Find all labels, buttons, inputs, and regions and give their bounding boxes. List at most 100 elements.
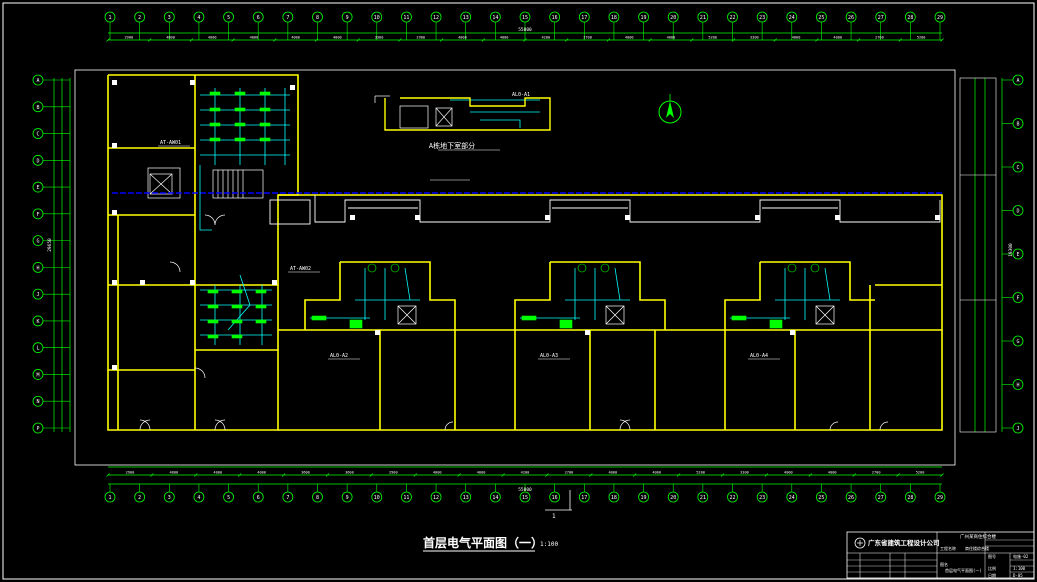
- panel-label: AL0-A3: [540, 353, 558, 359]
- top-axis-bubble: [489, 11, 501, 23]
- bottom-axis-bubble-label: 28: [907, 495, 913, 501]
- top-axis-bubble-label: 18: [611, 15, 617, 21]
- top-axis-bubble: [549, 11, 561, 23]
- bottom-axis-bubble-label: 25: [818, 495, 824, 501]
- left-axis-bubble-label: L: [36, 346, 39, 352]
- section-tag: 1: [552, 513, 556, 520]
- left-axis-bubble: [32, 154, 44, 166]
- bottom-axis-bubble: [252, 491, 264, 503]
- bottom-dimension-value: 4000: [652, 471, 661, 475]
- bottom-axis-bubble: [193, 491, 205, 503]
- bottom-axis-bubble-label: 21: [700, 495, 706, 501]
- building-walls: [107, 74, 943, 431]
- bottom-axis-bubble-label: 24: [789, 495, 795, 501]
- top-dimension-value: 4000: [291, 36, 300, 40]
- bottom-axis-bubble: [430, 491, 442, 503]
- right-axis-bubble: [1012, 335, 1024, 347]
- left-axis-bubble-label: D: [36, 158, 39, 164]
- top-axis-bubble-label: 19: [641, 15, 647, 21]
- left-axis-bubble-label: G: [36, 239, 39, 245]
- right-overall-dimension: 19300: [1008, 243, 1014, 257]
- top-axis-bubble-label: 23: [759, 15, 765, 21]
- top-axis-bubble: [697, 11, 709, 23]
- tb-row-4-label: 日期: [988, 572, 996, 578]
- project-name: 广州某商住综合楼: [960, 533, 996, 540]
- top-axis-bubble-label: 17: [581, 15, 587, 21]
- top-axis-bubble-label: 13: [463, 15, 469, 21]
- bottom-axis-bubble: [549, 491, 561, 503]
- left-axis-bubble-label: C: [36, 132, 39, 138]
- top-axis-bubble-label: 9: [346, 15, 349, 21]
- bottom-dimension-value: 5200: [696, 471, 705, 475]
- bottom-axis-bubble-label: 13: [463, 495, 469, 501]
- tb-row-1-value: 首层电气平面图(一): [945, 567, 982, 573]
- north-arrow-icon: [658, 94, 682, 124]
- doors: [139, 214, 889, 431]
- drawing-scale: 1:100: [540, 541, 558, 548]
- right-axis-bubble: [1012, 118, 1024, 129]
- left-axis-bubble: [32, 101, 44, 113]
- bottom-axis-bubble-label: 14: [492, 495, 498, 501]
- bottom-axis-bubble: [312, 491, 323, 503]
- bottom-axis-bubble: [845, 491, 857, 503]
- top-dimension-value: 4000: [458, 36, 467, 40]
- top-axis-bubble: [312, 11, 323, 23]
- top-dimension-value: 4000: [250, 36, 259, 40]
- left-axis-bubble-label: N: [36, 399, 39, 405]
- right-axis-bubble: [1012, 248, 1024, 260]
- bottom-dimension-value: 4200: [521, 471, 530, 475]
- bottom-axis-bubble-label: 15: [522, 495, 528, 501]
- top-dimension-value: 4000: [500, 36, 509, 40]
- bottom-axis-bubble-label: 20: [670, 495, 676, 501]
- bottom-dimension-value: 4000: [828, 471, 837, 475]
- top-axis-bubble-label: 22: [729, 15, 735, 21]
- panel-leaders: [158, 145, 780, 360]
- top-axis-bubble: [401, 11, 412, 23]
- top-axis-bubble-label: 4: [197, 15, 200, 21]
- top-axis-bubble-label: 20: [670, 15, 676, 21]
- bottom-dimension-value: 4000: [477, 471, 486, 475]
- left-overall-dimension: 29650: [47, 238, 53, 252]
- right-axis-bubble: [1012, 379, 1024, 390]
- bottom-axis-bubble-label: 22: [729, 495, 735, 501]
- top-axis-bubble: [519, 11, 531, 23]
- top-axis-bubble-label: 7: [286, 15, 289, 21]
- top-axis-bubble-label: 25: [818, 15, 824, 21]
- bottom-dimension-value: 4000: [433, 471, 442, 475]
- top-axis-bubble: [875, 11, 887, 23]
- top-axis-bubble-label: 8: [316, 15, 319, 21]
- bottom-dimension-value: 2700: [872, 471, 881, 475]
- right-axis-bubble-label: A: [1016, 78, 1019, 84]
- left-axis-bubble-label: P: [36, 426, 39, 432]
- bottom-axis-bubble: [341, 491, 353, 503]
- bottom-axis-bubble-label: 7: [286, 495, 289, 501]
- right-axis-bubble-label: E: [1016, 252, 1019, 258]
- bottom-axis-bubble: [371, 491, 383, 503]
- top-axis-bubble: [756, 11, 768, 23]
- top-axis-bubble: [223, 11, 234, 23]
- top-axis-bubble: [282, 11, 294, 23]
- left-axis-bubble-label: B: [36, 105, 39, 111]
- top-axis-bubble-label: 1: [108, 15, 111, 21]
- top-dimension-value: 4000: [625, 36, 634, 40]
- right-axis-bubble: [1012, 292, 1024, 303]
- bottom-axis-bubble-label: 4: [197, 495, 200, 501]
- bottom-axis-bubble: [697, 491, 709, 503]
- bottom-axis-bubble: [904, 491, 916, 503]
- top-dimension-value: 4000: [333, 36, 342, 40]
- bottom-axis-bubble: [756, 491, 768, 503]
- left-axis-bubble: [32, 208, 44, 220]
- bottom-overall-dimension: 55800: [518, 487, 532, 493]
- top-axis-bubble-label: 26: [848, 15, 854, 21]
- bottom-axis-bubble-label: 8: [316, 495, 319, 501]
- top-axis-bubble: [934, 11, 946, 23]
- top-axis-bubble: [786, 11, 798, 23]
- bottom-axis-bubble-label: 2: [138, 495, 141, 501]
- top-axis-bubble: [578, 11, 590, 23]
- left-axis-bubble: [32, 288, 44, 300]
- panel-label: AL0-A4: [750, 353, 768, 359]
- left-axis-bubble-label: E: [36, 185, 39, 191]
- left-axis-bubble-label: M: [36, 372, 39, 378]
- tb-row-1-label: 图名: [940, 561, 948, 567]
